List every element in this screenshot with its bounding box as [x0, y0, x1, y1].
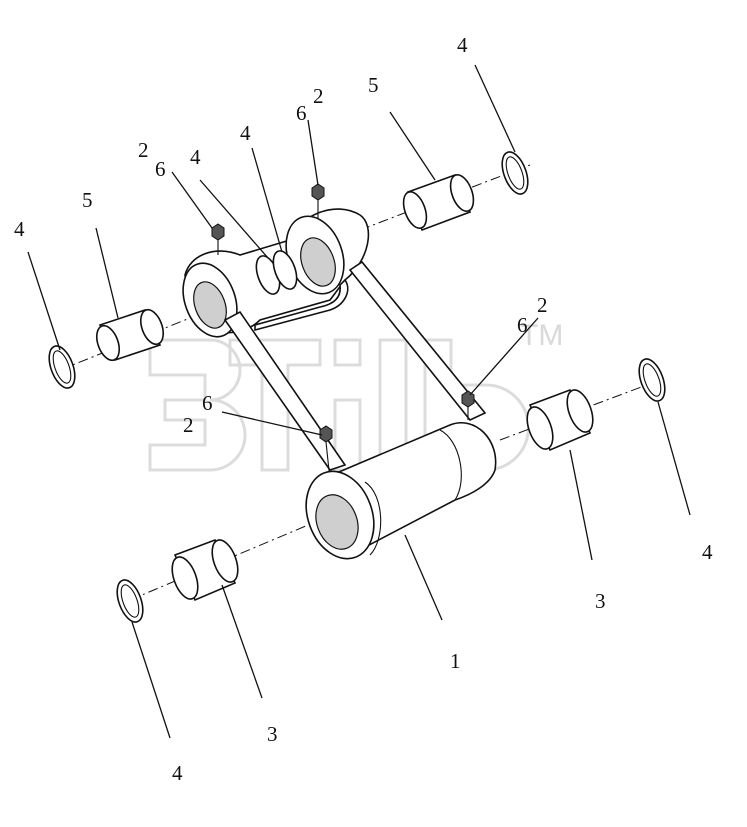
- snap-ring-upper-left: [48, 345, 76, 389]
- leader-lines: [27, 64, 691, 739]
- callout-label: 6: [202, 391, 213, 415]
- bushing-upper-right: [402, 173, 475, 232]
- callout-label: 6: [155, 157, 166, 181]
- callout-label: 3: [267, 722, 278, 746]
- callout-label: 4: [702, 540, 713, 564]
- snap-ring-lower-left: [116, 579, 144, 623]
- callout-label: 4: [14, 217, 25, 241]
- bushing-upper-left: [95, 308, 165, 362]
- callout-label: 2: [537, 293, 548, 317]
- callout-label: 3: [595, 589, 606, 613]
- grease-fitting-1: [211, 223, 225, 255]
- callout-label: 5: [82, 188, 93, 212]
- grease-fitting-2: [311, 183, 325, 218]
- callout-label: 6: [517, 313, 528, 337]
- snap-ring-lower-right: [638, 358, 666, 402]
- callout-label: 6: [296, 101, 307, 125]
- grease-fittings: [211, 183, 475, 481]
- snap-rings: [48, 151, 666, 623]
- callout-label: 2: [138, 138, 149, 162]
- callout-label: 4: [457, 33, 468, 57]
- bushing-lower-right: [526, 388, 594, 452]
- callout-label: 1: [450, 649, 461, 673]
- callout-label: 4: [172, 761, 183, 785]
- callout-label: 4: [190, 145, 201, 169]
- snap-ring-upper-right: [501, 151, 529, 195]
- watermark-tm: TM: [520, 319, 563, 352]
- spacer-washers: [255, 250, 298, 295]
- callout-label: 2: [183, 413, 194, 437]
- grease-fitting-3: [461, 390, 475, 420]
- callout-label: 4: [240, 121, 251, 145]
- callout-label: 5: [368, 73, 379, 97]
- bushing-lower-left: [171, 538, 239, 602]
- bushings: [95, 173, 594, 602]
- lower-tube: [305, 422, 497, 560]
- callout-label: 2: [313, 84, 324, 108]
- callout-labels: 1 2 2 2 2 3 3 4 4 4 4 4 4 5 5 6 6 6 6: [14, 33, 713, 785]
